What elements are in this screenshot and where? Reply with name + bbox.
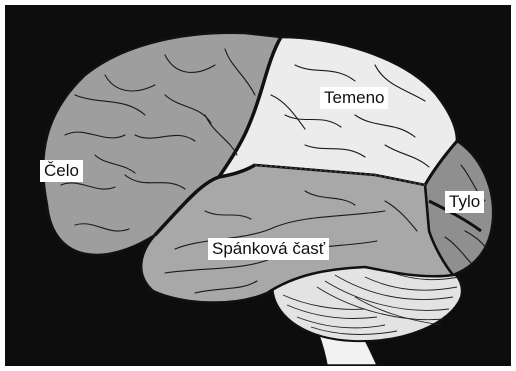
label-frontal-lobe: Čelo <box>40 160 83 182</box>
label-occipital-lobe: Tylo <box>445 191 484 213</box>
label-temporal-lobe: Spánková časť <box>208 238 329 260</box>
label-parietal-lobe: Temeno <box>320 87 388 109</box>
brain-lobes-illustration <box>5 5 511 366</box>
brain-diagram-frame: Čelo Temeno Tylo Spánková časť <box>5 5 511 366</box>
